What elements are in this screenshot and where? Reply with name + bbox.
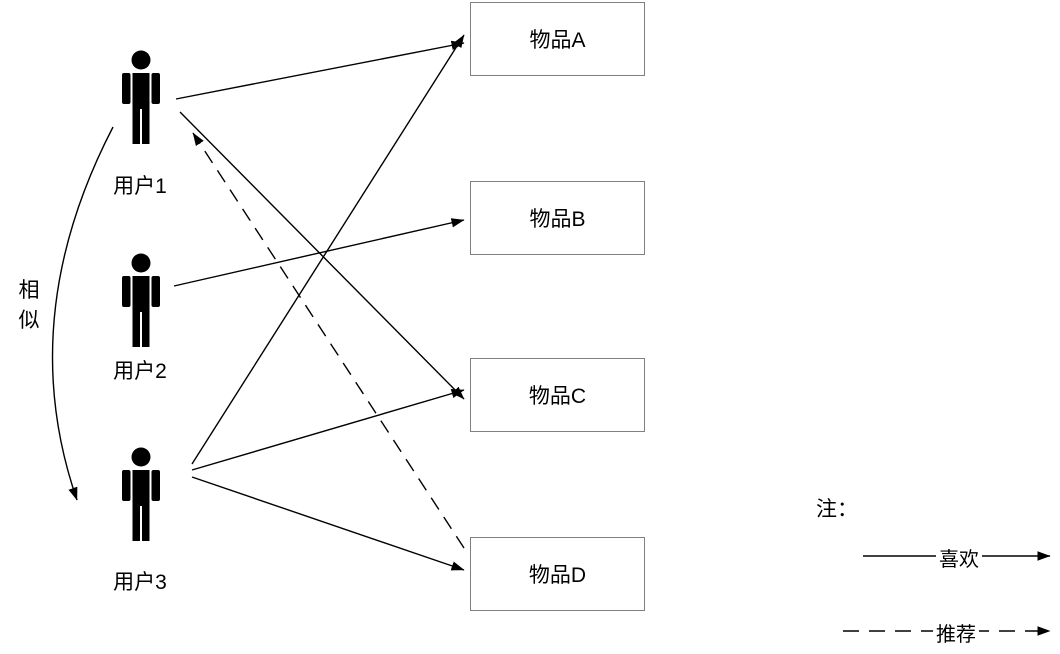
user-2-person-icon bbox=[122, 253, 160, 347]
like-edge-user1-itemA bbox=[175, 40, 465, 100]
item-A-label: 物品A bbox=[529, 29, 586, 52]
legend-recommend-label: 推荐 bbox=[933, 618, 979, 647]
legend-note: 注： bbox=[816, 498, 858, 521]
similar-label: 相似 bbox=[18, 279, 40, 333]
item-box-B: 物品B bbox=[470, 181, 645, 255]
user-3-label: 用户3 bbox=[113, 571, 167, 594]
like-edge-user3-itemA bbox=[191, 34, 465, 465]
item-D-label: 物品D bbox=[528, 564, 587, 587]
user-3-person-icon bbox=[122, 447, 160, 541]
item-B-label: 物品B bbox=[529, 208, 586, 231]
user-1-label: 用户1 bbox=[113, 175, 167, 198]
like-edge-user2-itemB bbox=[173, 218, 465, 287]
like-edge-user3-itemD bbox=[191, 476, 465, 571]
similar-arc-user1-user3 bbox=[51, 126, 114, 501]
legend-like-label: 喜欢 bbox=[936, 543, 982, 572]
item-box-D: 物品D bbox=[470, 537, 645, 611]
like-edge-user3-itemC bbox=[191, 389, 465, 471]
user-1-person-icon bbox=[122, 50, 160, 144]
item-box-A: 物品A bbox=[470, 2, 645, 76]
user-2-label: 用户2 bbox=[113, 360, 167, 383]
recommend-edge-itemD-user1 bbox=[192, 132, 465, 549]
item-box-C: 物品C bbox=[470, 358, 645, 432]
like-edge-user1-itemC bbox=[179, 111, 465, 400]
item-C-label: 物品C bbox=[528, 385, 587, 408]
